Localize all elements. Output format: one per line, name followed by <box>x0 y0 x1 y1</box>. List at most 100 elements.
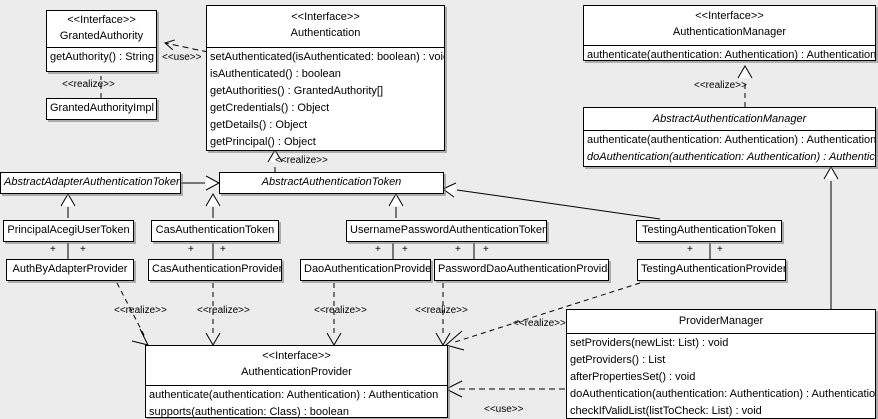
class-name-label: GrantedAuthority <box>59 30 144 42</box>
class-member: authenticate(authentication: Authenticat… <box>587 49 876 61</box>
class-member: getCredentials() : Object <box>210 102 330 114</box>
edge-label-realize-password-dao-authentication-provider: <<realize>> <box>415 305 468 316</box>
class-member: afterPropertiesSet() : void <box>570 371 696 383</box>
class-member: isAuthenticated() : boolean <box>210 68 341 80</box>
multiplicity-marker: + <box>402 244 408 255</box>
class-name-label: Authentication <box>290 27 361 39</box>
class-box-provider-manager[interactable]: ProviderManager setProviders(newList: Li… <box>566 309 876 419</box>
multiplicity-marker: + <box>80 244 86 255</box>
edge-label-use-provider-manager-authentication-provider: <<use>> <box>484 404 524 415</box>
class-name-label: CasAuthenticationProvider <box>152 263 282 275</box>
class-name-label: AuthenticationManager <box>672 26 787 38</box>
class-name-label: AbstractAuthenticationManager <box>652 113 807 125</box>
class-box-dao-authentication-provider[interactable]: DaoAuthenticationProvider <box>300 259 431 281</box>
edge-cas-token-extends-abstract-authentication-token <box>205 193 221 218</box>
class-members-authentication-manager: authenticate(authentication: Authenticat… <box>584 45 876 61</box>
class-box-cas-authentication-provider[interactable]: CasAuthenticationProvider <box>148 259 282 281</box>
edge-principal-acegi-token-extends-abstract-adapter-token <box>60 193 76 218</box>
class-members-granted-authority: getAuthority() : String <box>47 47 156 67</box>
edge-authentication-uses-granted-authority <box>163 39 209 53</box>
stereotype-label: <<Interface>> <box>695 10 764 22</box>
class-box-username-password-authentication-token[interactable]: UsernamePasswordAuthenticationToken <box>346 220 547 242</box>
edge-label-realize-cas-authentication-provider: <<realize>> <box>197 305 250 316</box>
class-name-label: AuthByAdapterProvider <box>12 263 128 275</box>
stereotype-label: <<Interface>> <box>67 14 136 26</box>
class-member: doAuthentication(authentication: Authent… <box>570 388 876 400</box>
class-name-label: PasswordDaoAuthenticationProvider <box>438 263 609 275</box>
class-member: doAuthentication(authentication: Authent… <box>587 151 876 163</box>
edge-provider-manager-extends-abstract-authentication-manager <box>823 166 839 309</box>
class-header-granted-authority-impl: GrantedAuthorityImpl <box>47 99 156 119</box>
class-box-authentication-manager[interactable]: <<Interface>> AuthenticationManager auth… <box>583 5 876 61</box>
class-box-abstract-authentication-manager[interactable]: AbstractAuthenticationManager authentica… <box>583 107 876 167</box>
class-header-principal-acegi-user-token: PrincipalAcegiUserToken <box>4 221 133 241</box>
class-header-provider-manager: ProviderManager <box>567 310 875 333</box>
class-box-cas-authentication-token[interactable]: CasAuthenticationToken <box>151 220 279 242</box>
stereotype-label: <<Interface>> <box>291 11 360 23</box>
multiplicity-marker: + <box>188 244 194 255</box>
class-box-authentication[interactable]: <<Interface>> Authentication setAuthenti… <box>206 5 445 151</box>
class-member: setProviders(newList: List) : void <box>570 337 729 349</box>
edge-label-realize-dao-authentication-provider: <<realize>> <box>314 305 367 316</box>
class-box-abstract-adapter-authentication-token[interactable]: AbstractAdapterAuthenticationToken <box>0 172 181 194</box>
multiplicity-marker: + <box>483 244 489 255</box>
class-member: getAuthorities() : GrantedAuthority[] <box>210 85 384 97</box>
class-member: setAuthenticated(isAuthenticated: boolea… <box>210 51 445 63</box>
class-member: getPrincipal() : Object <box>210 136 316 148</box>
class-member: getDetails() : Object <box>210 119 308 131</box>
class-box-auth-by-adapter-provider[interactable]: AuthByAdapterProvider <box>6 259 134 281</box>
multiplicity-marker: + <box>455 244 461 255</box>
class-member: getProviders() : List <box>570 354 666 366</box>
class-name-label: AuthenticationProvider <box>241 366 352 378</box>
class-box-principal-acegi-user-token[interactable]: PrincipalAcegiUserToken <box>3 220 134 242</box>
edge-username-password-token-extends-abstract-authentication-token <box>388 193 404 218</box>
edge-label-realize-testing-authentication-provider: <<realize>> <box>513 318 566 329</box>
class-name-label: TestingAuthenticationToken <box>642 224 776 236</box>
class-header-cas-authentication-token: CasAuthenticationToken <box>152 221 278 241</box>
class-header-abstract-authentication-token: AbstractAuthenticationToken <box>220 173 443 193</box>
edge-label-realize-granted-authority-impl: <<realize>> <box>62 79 115 90</box>
class-members-provider-manager: setProviders(newList: List) : void getPr… <box>567 333 876 418</box>
class-name-label: ProviderManager <box>678 315 764 327</box>
class-header-authentication-manager: <<Interface>> AuthenticationManager <box>584 6 875 45</box>
class-box-testing-authentication-token[interactable]: TestingAuthenticationToken <box>636 220 782 242</box>
class-member: checkIfValidList(listToCheck: List) : vo… <box>570 405 762 417</box>
stereotype-label: <<Interface>> <box>262 350 331 362</box>
class-header-username-password-authentication-token: UsernamePasswordAuthenticationToken <box>347 221 546 241</box>
class-header-authentication: <<Interface>> Authentication <box>207 6 444 47</box>
class-member: getAuthority() : String <box>50 51 154 63</box>
class-name-label: DaoAuthenticationProvider <box>304 263 431 275</box>
class-box-password-dao-authentication-provider[interactable]: PasswordDaoAuthenticationProvider <box>434 259 609 281</box>
class-box-abstract-authentication-token[interactable]: AbstractAuthenticationToken <box>219 172 444 194</box>
edge-label-use-authentication-granted-authority: <<use>> <box>162 52 202 63</box>
multiplicity-marker: + <box>220 244 226 255</box>
class-header-authentication-provider: <<Interface>> AuthenticationProvider <box>146 346 447 385</box>
class-header-password-dao-authentication-provider: PasswordDaoAuthenticationProvider <box>435 260 608 280</box>
class-header-granted-authority: <<Interface>> GrantedAuthority <box>47 11 156 47</box>
class-member: authenticate(authentication: Authenticat… <box>149 389 439 401</box>
class-name-label: CasAuthenticationToken <box>155 224 275 236</box>
class-name-label: GrantedAuthorityImpl <box>50 102 154 114</box>
edge-abstract-adapter-token-extends-abstract-authentication-token <box>181 175 221 191</box>
class-header-abstract-adapter-authentication-token: AbstractAdapterAuthenticationToken <box>1 173 180 193</box>
class-box-granted-authority[interactable]: <<Interface>> GrantedAuthority getAuthor… <box>46 10 157 72</box>
class-header-abstract-authentication-manager: AbstractAuthenticationManager <box>584 108 875 130</box>
edge-label-realize-auth-by-adapter-provider: <<realize>> <box>114 305 167 316</box>
multiplicity-marker: + <box>50 244 56 255</box>
multiplicity-marker: + <box>687 244 693 255</box>
class-box-authentication-provider[interactable]: <<Interface>> AuthenticationProvider aut… <box>145 345 448 418</box>
class-name-label: TestingAuthenticationProvider <box>641 263 786 275</box>
class-members-abstract-authentication-manager: authenticate(authentication: Authenticat… <box>584 130 876 166</box>
class-name-label: PrincipalAcegiUserToken <box>7 224 130 236</box>
class-header-testing-authentication-token: TestingAuthenticationToken <box>637 221 781 241</box>
class-box-granted-authority-impl[interactable]: GrantedAuthorityImpl <box>46 98 157 120</box>
class-member: supports(authentication: Class) : boolea… <box>149 406 349 418</box>
multiplicity-marker: + <box>717 244 723 255</box>
class-members-authentication: setAuthenticated(isAuthenticated: boolea… <box>207 47 445 150</box>
class-box-testing-authentication-provider[interactable]: TestingAuthenticationProvider <box>637 259 786 281</box>
class-header-auth-by-adapter-provider: AuthByAdapterProvider <box>7 260 133 280</box>
edge-testing-token-extends-abstract-authentication-token <box>442 182 661 220</box>
edge-label-realize-abstract-authentication-token: <<realize>> <box>275 155 328 166</box>
multiplicity-marker: + <box>375 244 381 255</box>
